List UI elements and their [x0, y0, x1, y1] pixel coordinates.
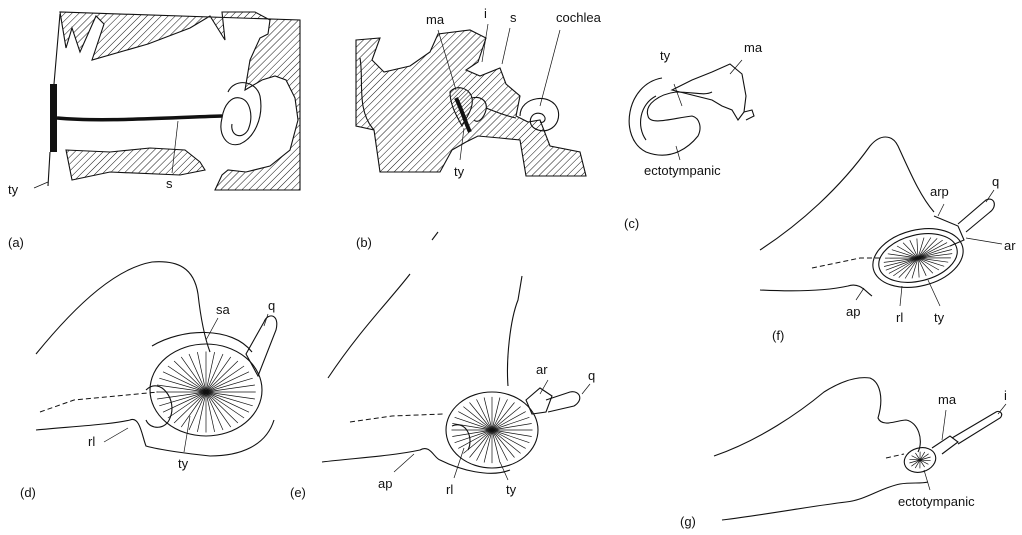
- panel-g-label-i: i: [1004, 388, 1007, 403]
- panel-a-caption: (a): [8, 235, 24, 250]
- panel-a: ty s (a): [8, 12, 300, 250]
- panel-f-label-ty: ty: [934, 310, 945, 325]
- panel-a-label-ty: ty: [8, 182, 19, 197]
- tympanum-ray: [918, 258, 919, 278]
- panel-a-tympanum: [50, 84, 57, 152]
- tympanum-ray: [884, 258, 918, 267]
- panel-f: arp q ar ap rl ty (f): [760, 137, 1016, 343]
- tympanum-ray: [889, 258, 918, 273]
- panel-d-tympanum-rays: [156, 352, 255, 433]
- panel-b-label-cochlea: cochlea: [556, 10, 602, 25]
- panel-f-label-arp: arp: [930, 184, 949, 199]
- panel-f-articular: [934, 216, 964, 246]
- panel-d-label-sa: sa: [216, 302, 231, 317]
- tympanum-ray: [918, 258, 948, 262]
- panel-b-label-ty: ty: [454, 164, 465, 179]
- panel-c-label-ma: ma: [744, 40, 763, 55]
- panel-d-quadrate: [246, 316, 277, 376]
- tympanum-ray: [888, 254, 918, 258]
- panel-e-articular: [526, 388, 552, 414]
- panel-e-jaw-outline: [322, 449, 510, 474]
- panel-g-malleus: [932, 436, 958, 454]
- panel-f-label-q: q: [992, 174, 999, 189]
- panel-d: sa q rl ty (d): [20, 262, 277, 500]
- panel-e-tympanum-rays: [452, 397, 533, 463]
- panel-e-caption: (e): [290, 485, 306, 500]
- panel-g-label-ma: ma: [938, 392, 957, 407]
- panel-g-tympanum-rays: [909, 452, 930, 469]
- panel-e-skull-outline-top: [432, 232, 438, 240]
- panel-e-label-ar: ar: [536, 362, 548, 377]
- panel-a-stapes: [57, 116, 222, 120]
- panel-f-skull-outline: [760, 137, 934, 250]
- panel-g-label-ectotympanic: ectotympanic: [898, 494, 975, 509]
- panel-e-rear-outline: [507, 276, 522, 386]
- tympanum-ray: [463, 407, 492, 430]
- panel-d-surangular: [152, 332, 252, 352]
- panel-e: ar q ap rl ty (e): [290, 232, 595, 500]
- panel-c-label-ectotympanic: ectotympanic: [644, 163, 721, 178]
- panel-b-caption: (b): [356, 235, 372, 250]
- panel-f-caption: (f): [772, 328, 784, 343]
- panel-e-label-ty: ty: [506, 482, 517, 497]
- panel-d-label-rl: rl: [88, 434, 95, 449]
- panel-a-lower-bone: [66, 148, 205, 180]
- panel-d-skull-outline: [36, 262, 210, 354]
- panel-c: ty ma ectotympanic (c): [624, 40, 763, 231]
- panel-g-incus: [952, 411, 1002, 444]
- tympanum-ray: [492, 430, 521, 453]
- panel-d-label-ty: ty: [178, 456, 189, 471]
- panel-f-jaw-outline: [760, 285, 872, 296]
- tympanum-ray: [492, 407, 521, 430]
- panel-f-label-rl: rl: [896, 310, 903, 325]
- panel-e-hook: [452, 425, 470, 450]
- panel-b-label-s: s: [510, 10, 517, 25]
- panel-e-skull-outline: [328, 274, 410, 378]
- panel-d-label-q: q: [268, 298, 275, 313]
- panel-b: ma i s cochlea ty (b): [356, 6, 602, 250]
- panel-g-jaw-dashed: [886, 454, 904, 458]
- tympanum-ray: [463, 430, 492, 453]
- panel-c-caption: (c): [624, 216, 639, 231]
- panel-e-jaw-dashed: [350, 414, 444, 422]
- panel-b-label-ma: ma: [426, 12, 445, 27]
- panel-c-label-ty: ty: [660, 48, 671, 63]
- panel-d-jaw-outline: [36, 419, 274, 456]
- tympanum-ray: [918, 250, 952, 259]
- panel-g: ma i ectotympanic (g): [680, 378, 1007, 529]
- panel-d-caption: (d): [20, 485, 36, 500]
- panel-g-skull-outline: [714, 378, 920, 456]
- panel-a-label-s: s: [166, 176, 173, 191]
- panel-f-label-ap: ap: [846, 304, 860, 319]
- panel-e-label-rl: rl: [446, 482, 453, 497]
- panel-f-jaw-dashed: [812, 258, 880, 268]
- panel-c-malleus-tip: [744, 110, 754, 120]
- panel-g-caption: (g): [680, 514, 696, 529]
- panel-f-quadrate: [958, 199, 994, 232]
- panel-e-label-ap: ap: [378, 476, 392, 491]
- tympanum-ray: [918, 243, 947, 258]
- panel-a-inner-coil: [221, 83, 261, 145]
- panel-e-label-q: q: [588, 368, 595, 383]
- panel-d-jaw-dashed: [40, 392, 158, 412]
- tympanum-ray: [917, 239, 918, 259]
- panel-f-label-ar: ar: [1004, 238, 1016, 253]
- panel-b-label-i: i: [484, 6, 487, 21]
